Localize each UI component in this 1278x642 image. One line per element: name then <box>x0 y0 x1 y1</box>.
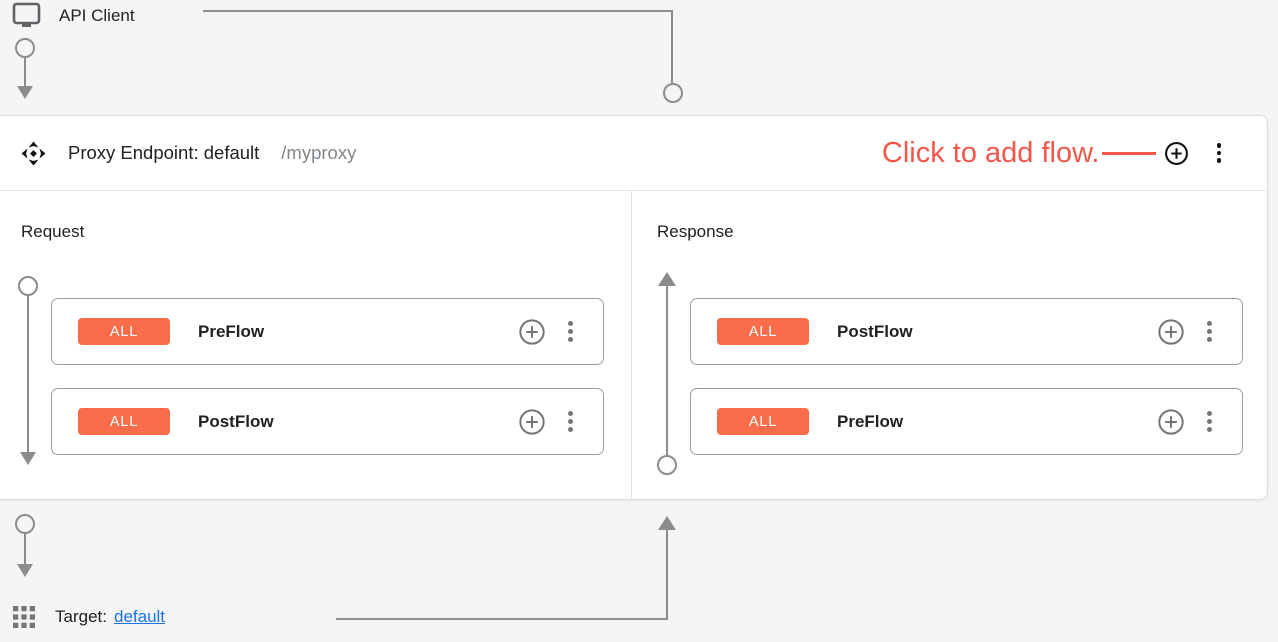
kebab-menu-icon <box>568 321 573 342</box>
plus-circle-icon <box>1164 141 1189 166</box>
condition-badge: ALL <box>78 318 170 345</box>
add-policy-button[interactable] <box>1157 408 1185 436</box>
flow-menu-button[interactable] <box>1207 411 1212 432</box>
flow-name: PreFlow <box>198 321 265 341</box>
proxy-endpoint-header: Proxy Endpoint: default /myproxy Click t… <box>0 116 1267 191</box>
flow-card-response-postflow[interactable]: ALL PostFlow <box>690 298 1243 365</box>
connector-line <box>666 530 668 620</box>
connector-arrow-down <box>17 564 33 577</box>
connector-end-node <box>663 83 683 103</box>
proxy-endpoint-title: Proxy Endpoint: default <box>68 142 260 163</box>
response-label: Response <box>657 222 734 241</box>
flow-card-request-postflow[interactable]: ALL PostFlow <box>51 388 604 455</box>
kebab-menu-icon <box>1207 411 1212 432</box>
flow-name: PostFlow <box>198 411 274 431</box>
plus-circle-icon <box>1157 408 1185 436</box>
condition-badge: ALL <box>717 408 809 435</box>
request-rail-line <box>27 295 29 453</box>
proxy-base-path: /myproxy <box>281 142 357 163</box>
kebab-menu-icon <box>1216 143 1221 163</box>
response-rail-arrow <box>658 272 676 286</box>
response-rail-line <box>666 285 668 456</box>
plus-circle-icon <box>1157 318 1185 346</box>
kebab-menu-icon <box>568 411 573 432</box>
plus-circle-icon <box>518 318 546 346</box>
flow-menu-button[interactable] <box>568 321 573 342</box>
request-rail-arrow <box>20 452 36 465</box>
request-label: Request <box>21 222 85 241</box>
annotation-text: Click to add flow. <box>881 136 1100 169</box>
kebab-menu-icon <box>1207 321 1212 342</box>
flow-card-response-preflow[interactable]: ALL PreFlow <box>690 388 1243 455</box>
desktop-monitor-icon <box>12 2 41 29</box>
response-panel: Response ALL PostFlow <box>632 191 1267 499</box>
request-panel: Request ALL PreFlow <box>0 191 632 499</box>
flow-menu-button[interactable] <box>1207 321 1212 342</box>
proxy-endpoint-card: Proxy Endpoint: default /myproxy Click t… <box>0 115 1268 500</box>
api-client-label: API Client <box>59 5 135 25</box>
move-arrows-icon <box>21 141 46 166</box>
add-flow-button[interactable] <box>1164 141 1189 166</box>
connector-line <box>24 58 26 88</box>
endpoint-menu-button[interactable] <box>1216 143 1221 163</box>
condition-badge: ALL <box>78 408 170 435</box>
flow-start-node <box>15 38 35 58</box>
flow-menu-button[interactable] <box>568 411 573 432</box>
condition-badge: ALL <box>717 318 809 345</box>
add-policy-button[interactable] <box>518 408 546 436</box>
connector-line <box>671 10 673 84</box>
api-client-node: API Client <box>12 2 135 29</box>
connector-line <box>203 10 672 12</box>
plus-circle-icon <box>518 408 546 436</box>
flow-name: PostFlow <box>837 321 913 341</box>
connector-line <box>336 618 666 620</box>
target-node: Target: default <box>13 606 165 628</box>
add-policy-button[interactable] <box>518 318 546 346</box>
grid-icon <box>13 606 35 628</box>
connector-arrow-down <box>17 86 33 99</box>
connector-line <box>24 534 26 566</box>
target-label: Target: <box>55 607 107 626</box>
flow-card-request-preflow[interactable]: ALL PreFlow <box>51 298 604 365</box>
connector-arrow-up <box>658 516 676 530</box>
target-default-link[interactable]: default <box>113 607 166 626</box>
annotation-pointer-line <box>1101 151 1156 155</box>
response-rail-end-node <box>657 455 677 475</box>
add-policy-button[interactable] <box>1157 318 1185 346</box>
target-rail-start-node <box>15 514 35 534</box>
flow-name: PreFlow <box>837 411 904 431</box>
request-rail-start-node <box>18 276 38 296</box>
